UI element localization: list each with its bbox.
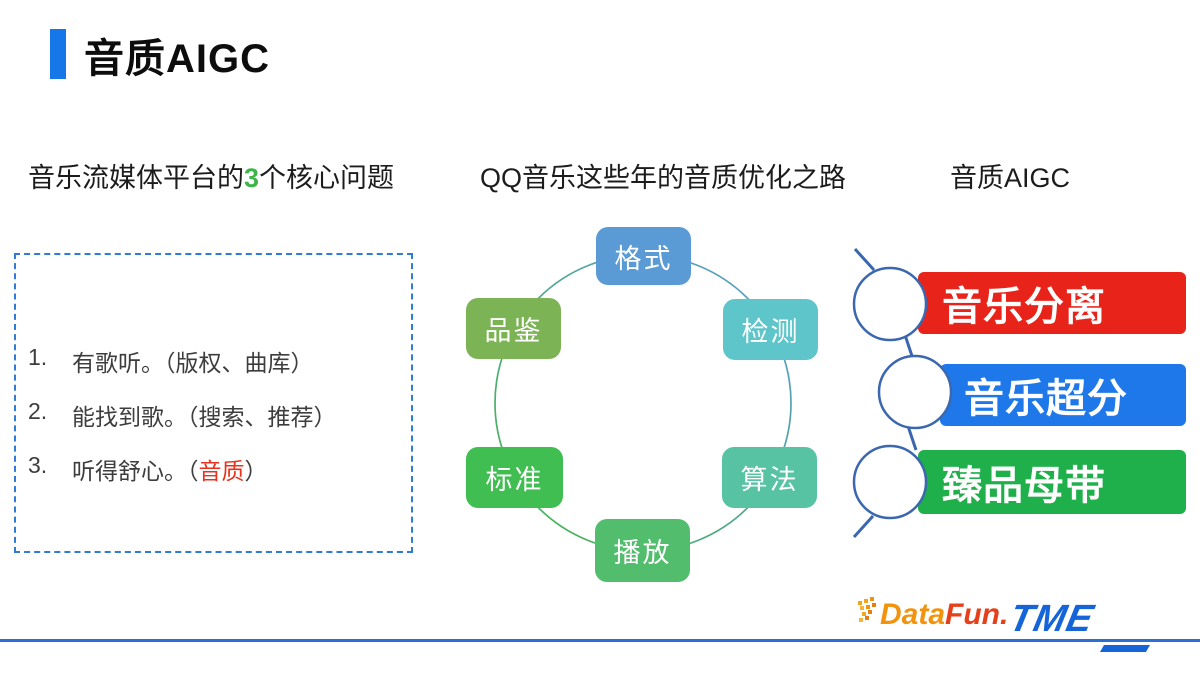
left-heading-highlight: 3 [244,163,260,193]
cycle-node-format: 格式 [596,227,691,285]
skewer-connector-1 [903,334,915,360]
list-item-2-text: 能找到歌。（搜索、推荐） [72,404,337,430]
left-heading-pre: 音乐流媒体平台的 [28,163,244,193]
left-heading-post: 个核心问题 [259,163,395,193]
right-column-heading: 音质AIGC [950,163,1071,193]
left-column-heading: 音乐流媒体平台的3个核心问题 [28,156,394,195]
bead-circle-3 [852,444,928,520]
list-item-3-number: 3. [28,452,48,478]
page-title: 音质AIGC [84,37,270,81]
cycle-node-playback: 播放 [595,519,690,582]
tme-logo: TME [1005,598,1098,640]
tme-logo-underbar [1099,645,1151,652]
list-item-1-text: 有歌听。（版权、曲库） [72,350,314,376]
cycle-node-appraisal: 品鉴 [466,298,561,359]
datafun-dots-icon [858,601,862,605]
aigc-bar-music-superres: 音乐超分 [940,364,1186,426]
list-item-3-text-pre: 听得舒心。（ [72,458,199,484]
datafun-logo: DataFun. [880,598,1008,632]
skewer-connector-2 [906,425,918,451]
cycle-node-detect: 检测 [723,299,818,360]
skewer-bottom-tip [852,514,875,539]
center-column-heading: QQ音乐这些年的音质优化之路 [480,163,847,193]
footer-divider-line [0,639,1200,642]
skewer-top-tip [853,247,876,272]
cycle-node-standard: 标准 [466,447,563,508]
list-item-3-text-post: ） [244,458,268,484]
list-item-3-highlight: 音质 [198,458,245,484]
datafun-logo-part2: Fun. [945,598,1009,631]
list-item-2-number: 2. [28,398,48,424]
datafun-logo-part1: Data [880,598,946,631]
list-item-1-number: 1. [28,344,48,370]
aigc-bar-master-tape: 臻品母带 [918,450,1186,514]
aigc-bar-music-separation: 音乐分离 [918,272,1186,334]
title-accent-bar [50,29,66,79]
core-problems-box [14,253,413,553]
cycle-node-algorithm: 算法 [722,447,817,508]
bead-circle-1 [852,266,928,342]
